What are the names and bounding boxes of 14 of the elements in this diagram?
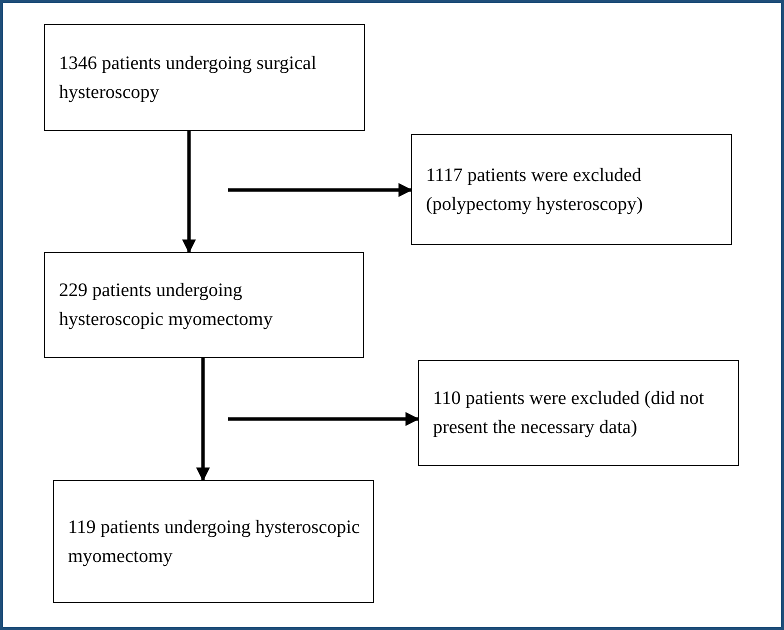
process-box bbox=[53, 480, 374, 603]
box-text: 119 patients undergoing hysteroscopic myomectomy bbox=[68, 516, 361, 568]
arrow bbox=[228, 412, 420, 426]
box-text: 110 patients were excluded (did not present the necessary data) bbox=[433, 387, 706, 440]
arrow bbox=[182, 131, 196, 254]
box-text: 1346 patients undergoing surgical hysteroscopy bbox=[59, 52, 318, 104]
process-box bbox=[44, 252, 364, 358]
arrow bbox=[228, 183, 412, 197]
box-text: 1117 patients were excluded (polypectomy hysteroscopy) bbox=[426, 164, 644, 216]
arrow bbox=[196, 358, 210, 482]
process-box bbox=[411, 134, 732, 245]
box-text: 229 patients undergoing hysteroscopic myomectomy bbox=[59, 279, 274, 332]
process-box bbox=[418, 360, 739, 466]
process-box bbox=[44, 24, 365, 131]
